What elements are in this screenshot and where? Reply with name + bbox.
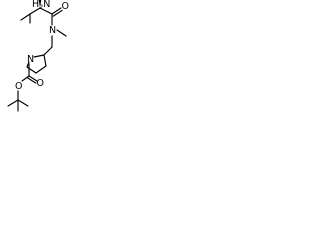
isopropyl-group (20, 7, 41, 24)
bond-amide-nitrogen-to-methyl (56, 29, 67, 37)
bond-tert-butyl-methyl-left (7, 99, 19, 107)
bond-isopropyl-to-alpha-carbon (29, 7, 41, 15)
amine-group: H2N (32, 0, 50, 11)
bond-tert-butyl-methyl-right (17, 99, 29, 107)
bond-ester-carbonyl-double-2 (27, 77, 37, 84)
bond-carbonyl-to-ester-oxygen (21, 75, 30, 82)
amide-nitrogen-label: N (49, 25, 56, 36)
bond-isopropyl-ch-methyl-left (20, 13, 31, 21)
ester-carbonyl-oxygen-label: O (37, 78, 44, 89)
ring-bond-c3-c4 (35, 65, 47, 74)
ring-bond-n1-c2 (33, 54, 45, 58)
amine-label: H2N (32, 0, 50, 11)
ring-bond-c2-c3 (43, 54, 47, 67)
carbonyl-oxygen-label: O (62, 1, 69, 12)
bond-alpha-to-carbonyl-carbon (39, 7, 53, 15)
ring-bond-c4-c5 (26, 66, 37, 74)
ring-bond-c5-n1 (26, 61, 30, 68)
linker-chain (43, 35, 53, 56)
pyrrolidine-ring: N (26, 54, 47, 74)
chemical-structure-diagram: H2N O N N O O (7, 0, 69, 112)
stereo-wedge-bond (38, 0, 42, 8)
boc-group: O O (7, 63, 44, 112)
bond-ester-carbonyl-double-1 (28, 75, 38, 82)
bond-ch2-to-ring (43, 46, 53, 56)
amide-group: O N (39, 1, 69, 37)
ring-nitrogen-label: N (27, 54, 34, 65)
bond-carbonyl-double-1 (51, 7, 62, 15)
bond-carbonyl-double-2 (52, 9, 63, 17)
ester-oxygen-label: O (15, 81, 22, 92)
